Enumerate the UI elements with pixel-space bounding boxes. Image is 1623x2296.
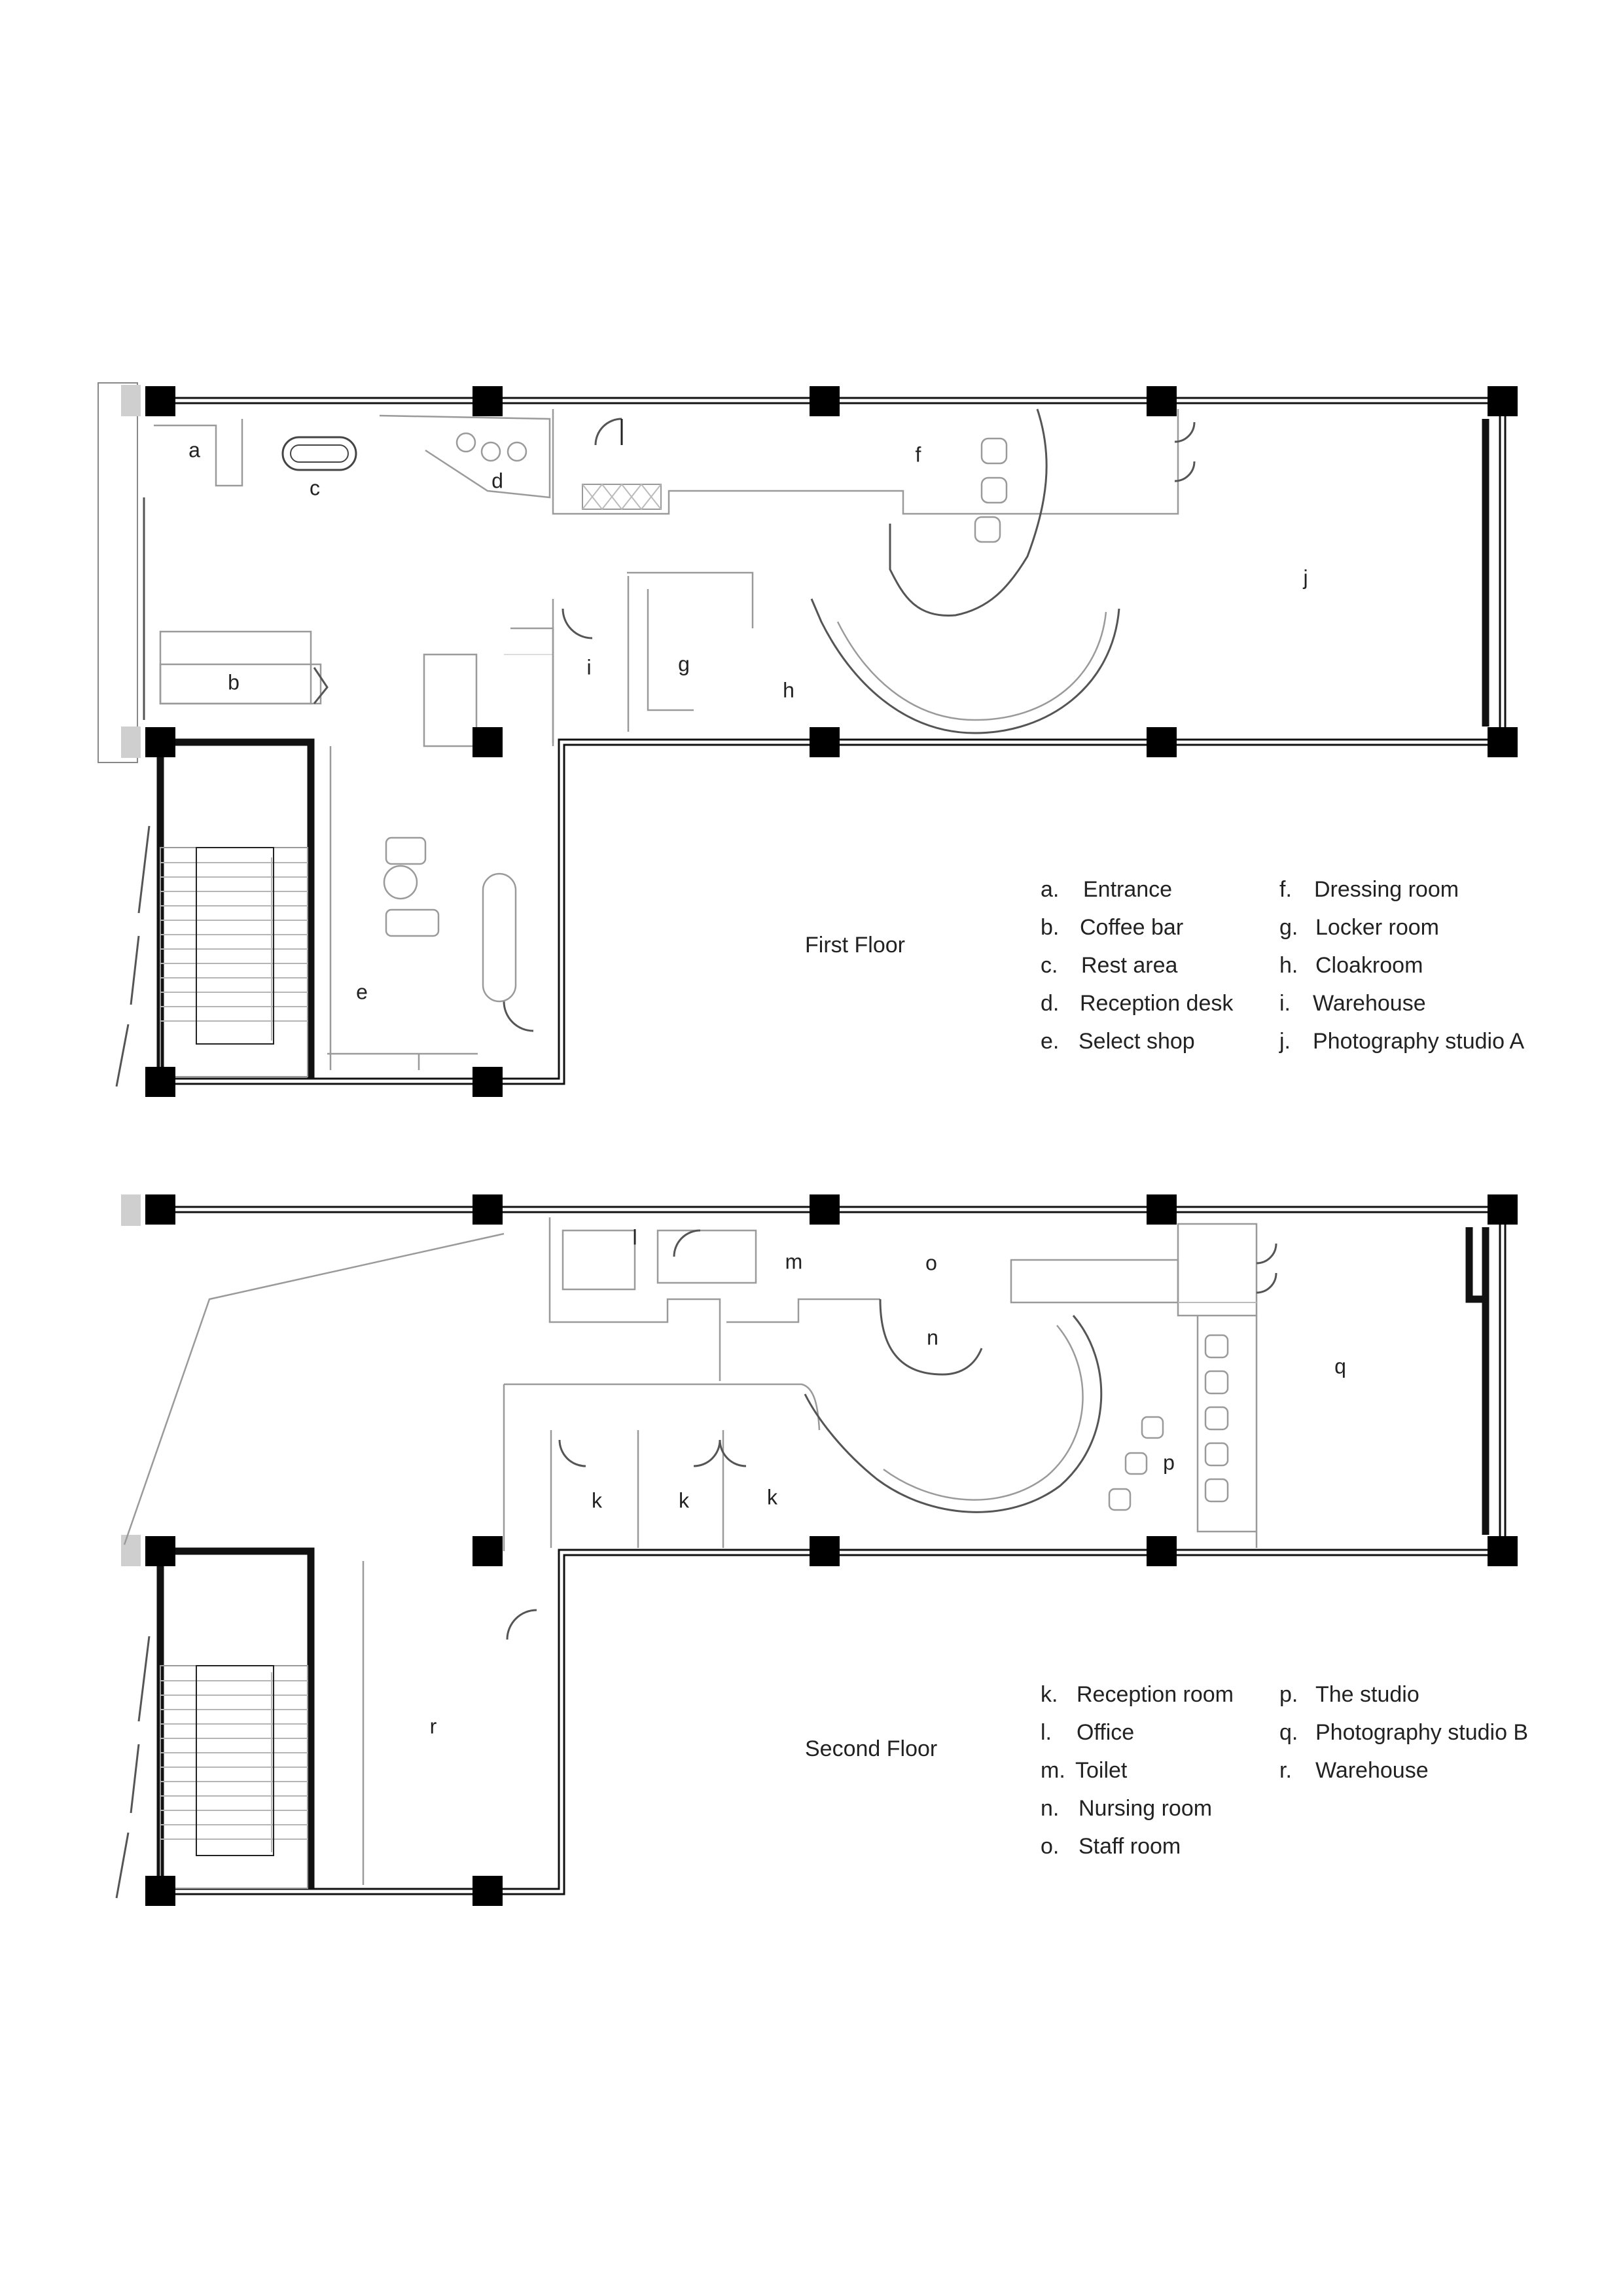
room-label: q bbox=[1334, 1354, 1346, 1378]
legend-name: Warehouse bbox=[1313, 991, 1426, 1016]
legend-key: m. bbox=[1041, 1758, 1065, 1783]
room-label: h bbox=[783, 678, 794, 702]
room-label: p bbox=[1163, 1450, 1175, 1474]
room-label: b bbox=[228, 670, 240, 694]
room-label: o bbox=[925, 1251, 937, 1274]
room-label: d bbox=[491, 469, 503, 492]
legend-key: l. bbox=[1041, 1720, 1052, 1745]
room-label: e bbox=[356, 980, 368, 1003]
room-label: m bbox=[785, 1249, 803, 1273]
legend-key: p. bbox=[1279, 1682, 1298, 1707]
legend-key: n. bbox=[1041, 1796, 1059, 1821]
room-label: k bbox=[679, 1488, 690, 1512]
legend-key: c. bbox=[1041, 953, 1058, 978]
legend-name: Cloakroom bbox=[1315, 953, 1423, 978]
legend-name: Photography studio B bbox=[1315, 1720, 1528, 1745]
legend-key: j. bbox=[1279, 1029, 1291, 1054]
stairwell-first-floor bbox=[160, 847, 308, 1077]
legend-name: Office bbox=[1077, 1720, 1134, 1745]
floor-title: Second Floor bbox=[805, 1736, 937, 1761]
legend-name: Nursing room bbox=[1079, 1796, 1212, 1821]
legend-key: f. bbox=[1279, 877, 1292, 902]
legend-name: Warehouse bbox=[1315, 1758, 1429, 1783]
legend-name: Photography studio A bbox=[1313, 1029, 1525, 1054]
legend-key: b. bbox=[1041, 915, 1059, 940]
legend-key: a. bbox=[1041, 877, 1059, 902]
first-floor-plan: a b c d e f g h i j First Floor a. Entra… bbox=[98, 382, 1525, 1097]
legend-key: e. bbox=[1041, 1029, 1059, 1054]
legend-name: Locker room bbox=[1315, 915, 1439, 940]
legend-name: Reception desk bbox=[1080, 991, 1234, 1016]
legend-key: d. bbox=[1041, 991, 1059, 1016]
room-label: i bbox=[586, 655, 591, 679]
room-label: j bbox=[1302, 565, 1308, 589]
room-label: f bbox=[916, 442, 921, 466]
legend-key: g. bbox=[1279, 915, 1298, 940]
room-label: g bbox=[678, 652, 690, 675]
legend-name: Reception room bbox=[1077, 1682, 1234, 1707]
legend-name: Entrance bbox=[1083, 877, 1172, 902]
legend-key: h. bbox=[1279, 953, 1298, 978]
second-floor-legend: k. Reception room l. Office m. Toilet n.… bbox=[1041, 1682, 1528, 1859]
floor-title: First Floor bbox=[805, 933, 905, 958]
legend-key: k. bbox=[1041, 1682, 1058, 1707]
room-label: n bbox=[927, 1325, 938, 1349]
first-floor-legend: a. Entrance b. Coffee bar c. Rest area d… bbox=[1041, 877, 1525, 1054]
room-label: l bbox=[632, 1225, 637, 1249]
room-label: a bbox=[188, 438, 200, 461]
room-label: k bbox=[767, 1485, 778, 1509]
stairwell-second-floor bbox=[160, 1665, 308, 1889]
second-floor-plan: l m o n q p k k k r Second Floor k. Rece… bbox=[115, 1194, 1528, 1906]
legend-name: The studio bbox=[1315, 1682, 1419, 1707]
room-label: c bbox=[310, 476, 320, 499]
legend-key: i. bbox=[1279, 991, 1291, 1016]
legend-key: r. bbox=[1279, 1758, 1292, 1783]
legend-key: q. bbox=[1279, 1720, 1298, 1745]
legend-name: Rest area bbox=[1081, 953, 1177, 978]
room-label: r bbox=[430, 1714, 437, 1738]
legend-key: o. bbox=[1041, 1834, 1059, 1859]
legend-name: Toilet bbox=[1075, 1758, 1128, 1783]
legend-name: Staff room bbox=[1079, 1834, 1181, 1859]
room-label: k bbox=[592, 1488, 603, 1512]
legend-name: Dressing room bbox=[1314, 877, 1459, 902]
legend-name: Select shop bbox=[1079, 1029, 1195, 1054]
legend-name: Coffee bar bbox=[1080, 915, 1183, 940]
